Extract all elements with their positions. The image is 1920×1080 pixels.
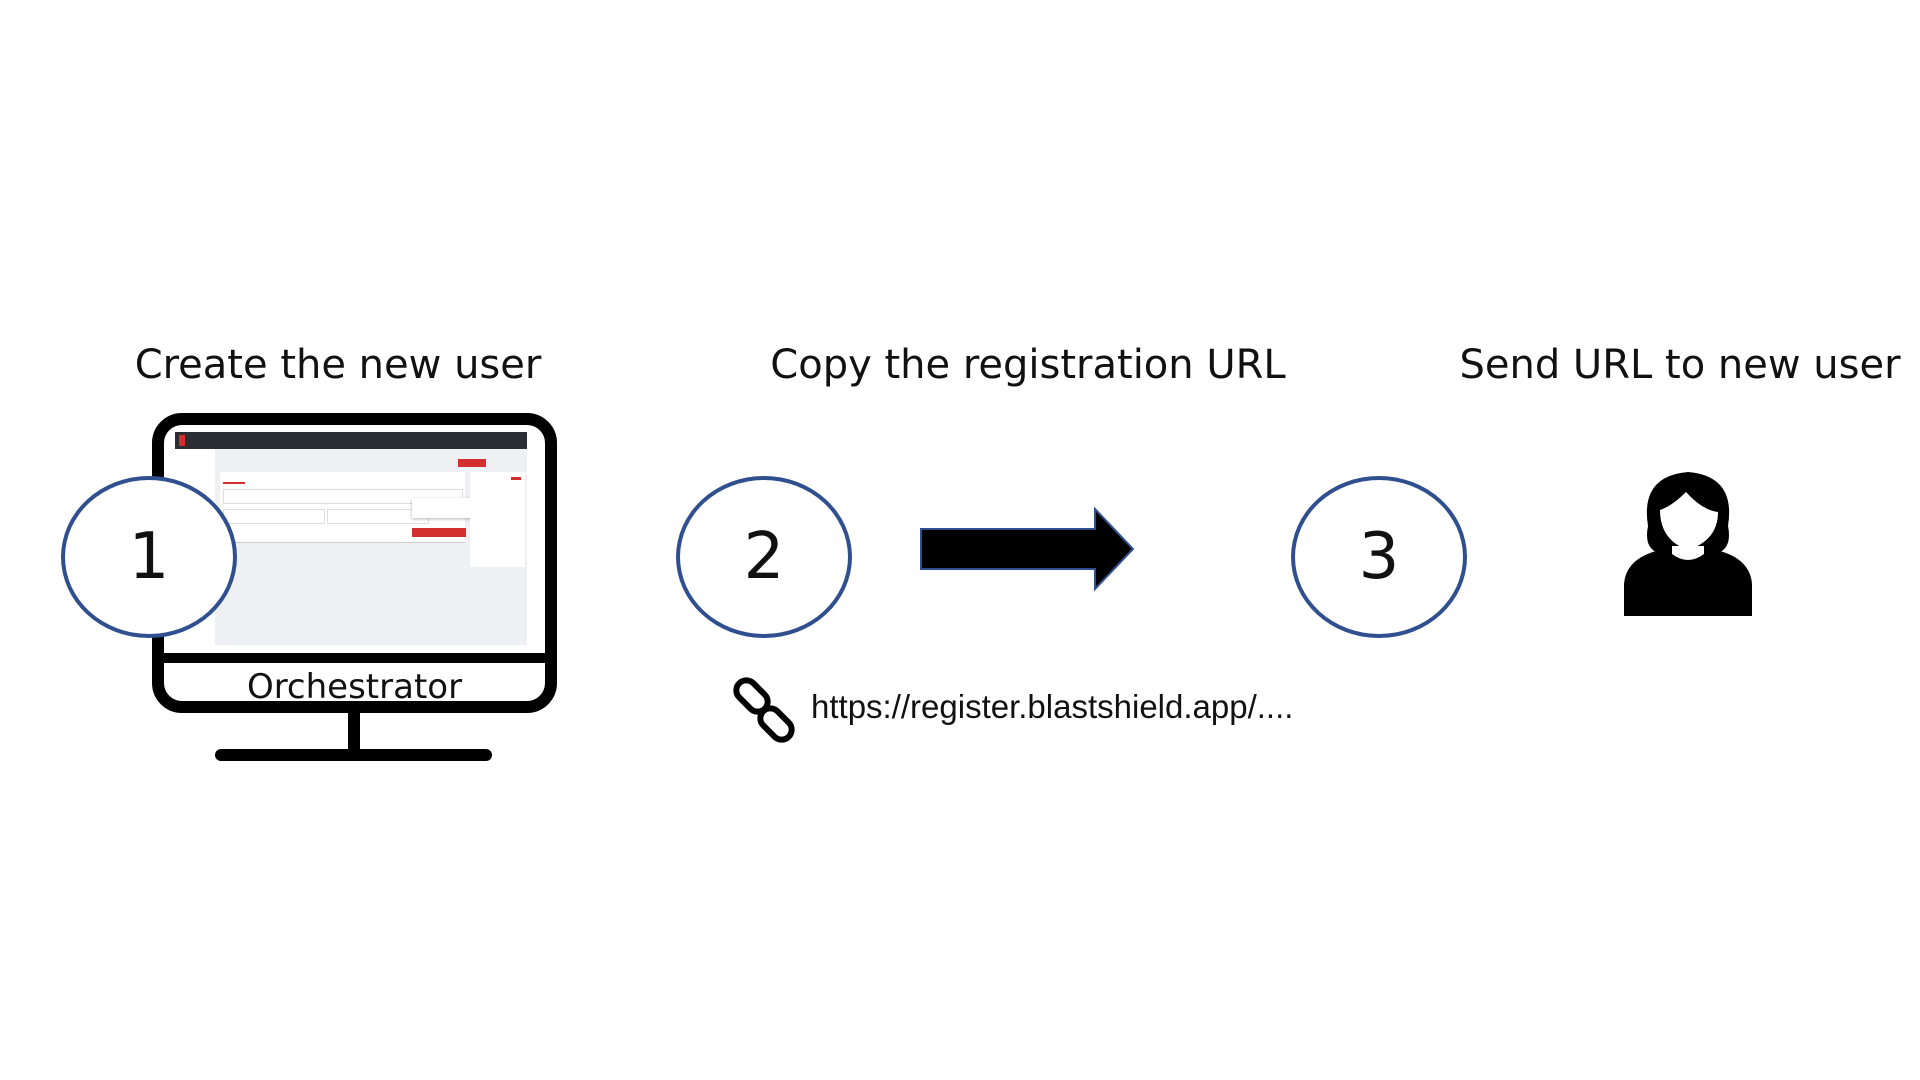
registration-url: https://register.blastshield.app/....	[811, 688, 1294, 725]
step-3-circle: 3	[1291, 476, 1467, 638]
step-2-title: Copy the registration URL	[770, 342, 1286, 388]
logo-icon	[179, 435, 185, 446]
link-icon	[733, 677, 795, 743]
step-3-number: 3	[1358, 520, 1400, 594]
arrow-right-icon	[920, 506, 1135, 592]
step-2-number: 2	[743, 520, 785, 594]
person-icon	[1624, 472, 1752, 616]
app-field	[223, 509, 325, 524]
app-header	[175, 432, 527, 449]
step-1-circle: 1	[61, 476, 237, 638]
app-status-panel	[470, 472, 525, 567]
step-1-title: Create the new user	[134, 342, 542, 388]
app-dropdown-menu	[412, 498, 480, 518]
monitor-chin	[164, 653, 545, 663]
step-1-number: 1	[128, 520, 170, 594]
app-action-button	[458, 459, 486, 467]
app-name-field	[223, 489, 463, 504]
app-save-button	[412, 528, 466, 537]
step-2-circle: 2	[676, 476, 852, 638]
monitor-label: Orchestrator	[246, 667, 463, 707]
app-tab-indicator	[223, 482, 245, 484]
step-3-title: Send URL to new user	[1459, 342, 1901, 388]
monitor-base	[215, 749, 492, 761]
app-status-badge	[511, 477, 521, 480]
monitor-stand	[348, 713, 360, 753]
